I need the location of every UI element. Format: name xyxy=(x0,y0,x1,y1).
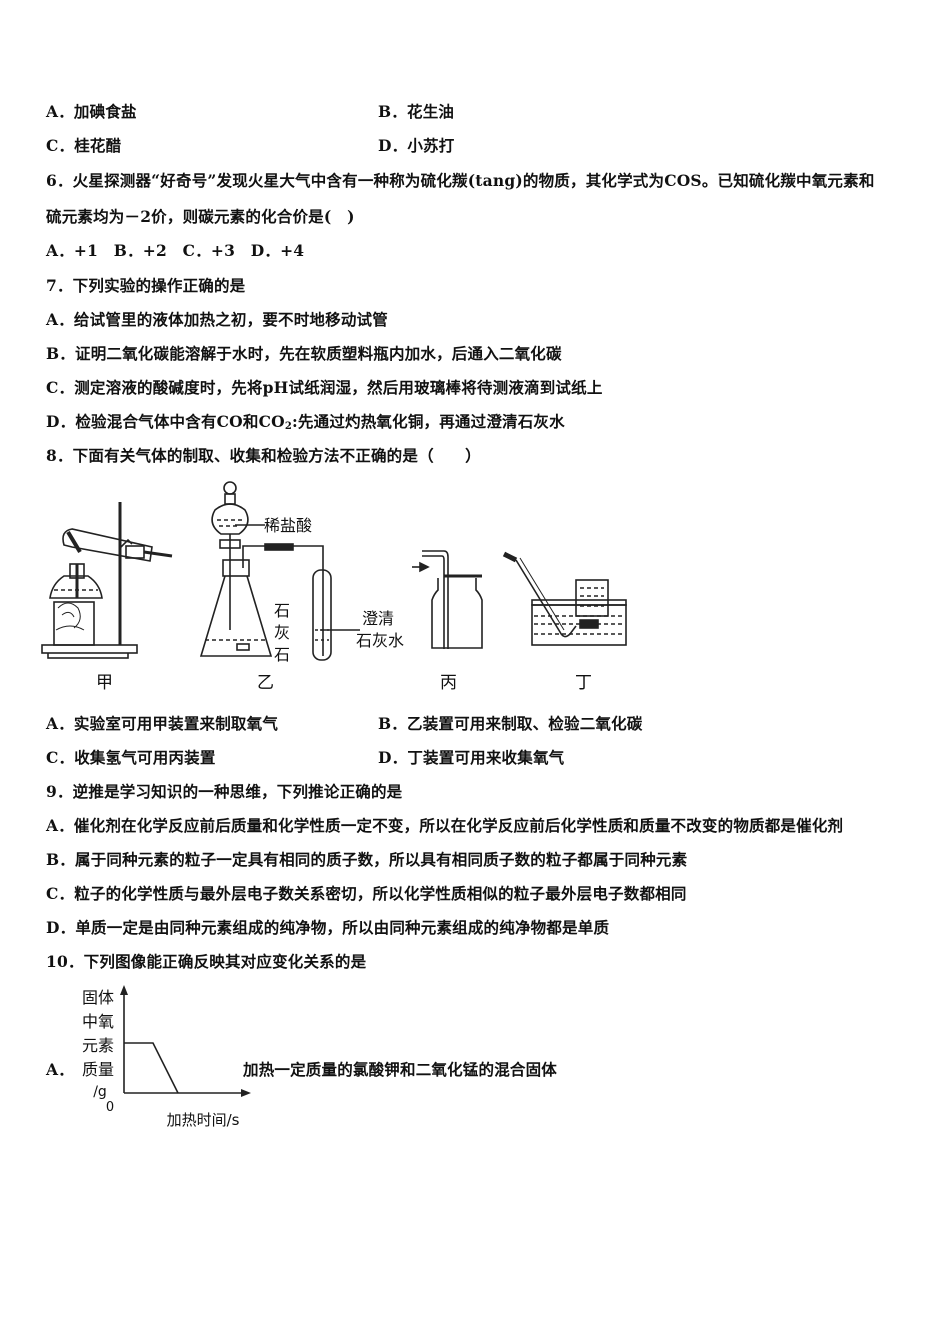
figure-label-ding: 丁 xyxy=(575,673,592,693)
q8-option-b: B．乙装置可用来制取、检验二氧化碳 xyxy=(378,714,643,733)
chart-ylabel-line1: 固体 xyxy=(81,988,114,1007)
apparatus-bing-figure xyxy=(412,550,483,649)
q6-stem-line2: 硫元素均为－2价，则碳元素的化合价是( ) xyxy=(46,207,355,226)
chart-ylabel-line3: 元素 xyxy=(81,1036,114,1055)
q5-option-d: D．小苏打 xyxy=(378,136,455,155)
q6-options: A．+1 B．+2 C．+3 D．+4 xyxy=(46,241,305,260)
chart-ylabel-line2: 中氧 xyxy=(81,1012,114,1031)
limestone-char-3: 石 xyxy=(274,645,291,664)
q7-stem: 7．下列实验的操作正确的是 xyxy=(46,276,246,295)
acid-leader-line xyxy=(235,524,265,526)
q9-option-b: B．属于同种元素的粒子一定具有相同的质子数，所以具有相同质子数的粒子都属于同种元… xyxy=(46,850,688,869)
figure-label-bing: 丙 xyxy=(440,673,457,693)
q5-option-a: A．加碘食盐 xyxy=(46,102,137,121)
q8-option-a: A．实验室可用甲装置来制取氧气 xyxy=(46,714,279,733)
q9-option-d: D．单质一定是由同种元素组成的纯净物，所以由同种元素组成的纯净物都是单质 xyxy=(46,918,610,937)
q8-option-d: D．丁装置可用来收集氧气 xyxy=(378,748,565,767)
q5-option-b: B．花生油 xyxy=(378,102,455,121)
q7-option-b: B．证明二氧化碳能溶解于水时，先在软质塑料瓶内加水，后通入二氧化碳 xyxy=(46,344,562,363)
q9-option-c: C．粒子的化学性质与最外层电子数关系密切，所以化学性质相似的粒子最外层电子数都相… xyxy=(46,884,687,903)
q7-option-d-suffix: :先通过灼热氧化铜，再通过澄清石灰水 xyxy=(292,412,565,431)
q10-chart-a xyxy=(120,985,251,1097)
acid-label: 稀盐酸 xyxy=(264,516,313,535)
q9-option-a: A．催化剂在化学反应前后质量和化学性质一定不变，所以在化学反应前后化学性质和质量… xyxy=(46,816,844,835)
limestone-char-2: 灰 xyxy=(274,623,291,642)
chart-ylabel-line4: 质量 xyxy=(81,1060,114,1079)
limestone-char-1: 石 xyxy=(274,601,291,620)
figure-label-yi: 乙 xyxy=(257,673,274,693)
q7-option-d: D．检验混合气体中含有CO和CO2:先通过灼热氧化铜，再通过澄清石灰水 xyxy=(46,412,565,437)
q7-option-d-subscript: 2 xyxy=(284,421,292,432)
limewater-label-line1: 澄清 xyxy=(362,609,395,628)
q10-option-a-desc: 加热一定质量的氯酸钾和二氧化锰的混合固体 xyxy=(243,1060,558,1079)
q7-option-c: C．测定溶液的酸碱度时，先将pH试纸润湿，然后用玻璃棒将待测液滴到试纸上 xyxy=(46,378,603,397)
limewater-leader-line xyxy=(320,629,360,631)
apparatus-yi-figure xyxy=(199,481,332,661)
q10-option-a-label: A． xyxy=(46,1060,74,1079)
chart-line-series xyxy=(124,1042,179,1094)
q6-stem-line1: 6．火星探测器“好奇号”发现火星大气中含有一种称为硫化羰(tang)的物质，其化… xyxy=(46,171,875,190)
limewater-label-line2: 石灰水 xyxy=(356,631,405,650)
q9-stem: 9．逆推是学习知识的一种思维，下列推论正确的是 xyxy=(46,782,403,801)
q7-option-d-prefix: D．检验混合气体中含有CO和CO xyxy=(46,412,285,431)
chart-origin: 0 xyxy=(105,1100,115,1115)
q8-stem: 8．下面有关气体的制取、收集和检验方法不正确的是（ ） xyxy=(46,446,481,465)
q10-stem: 10．下列图像能正确反映其对应变化关系的是 xyxy=(46,952,367,971)
figure-label-jia: 甲 xyxy=(96,673,113,693)
q5-option-c: C．桂花醋 xyxy=(46,136,122,155)
q8-option-c: C．收集氢气可用丙装置 xyxy=(46,748,216,767)
apparatus-jia-figure xyxy=(41,502,173,659)
chart-xlabel: 加热时间/s xyxy=(166,1111,240,1129)
q7-option-a: A．给试管里的液体加热之初，要不时地移动试管 xyxy=(46,310,388,329)
apparatus-ding-figure xyxy=(502,551,627,646)
chart-ylabel-unit: /g xyxy=(93,1084,107,1100)
